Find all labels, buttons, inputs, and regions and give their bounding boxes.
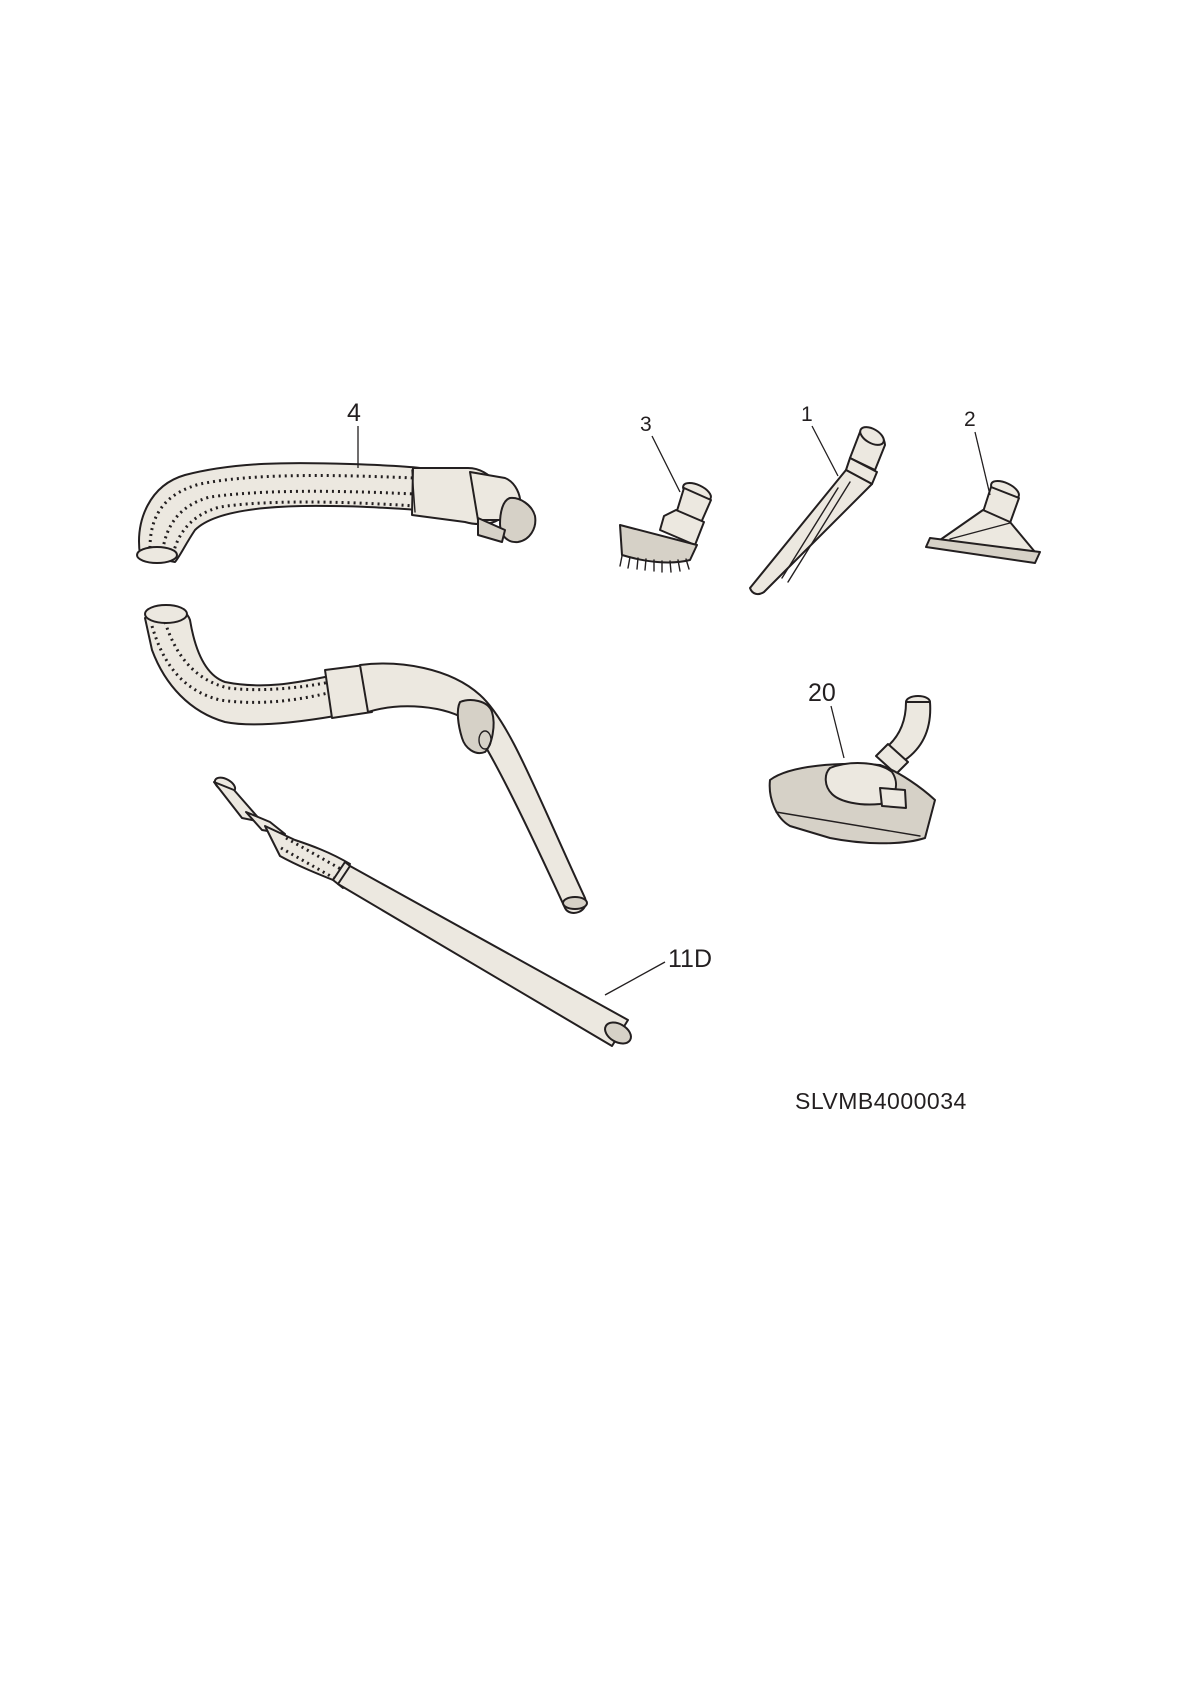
callout-leader-3 <box>651 435 681 493</box>
callout-4: 4 <box>347 399 361 427</box>
callout-2: 2 <box>964 408 976 431</box>
callout-20: 20 <box>808 679 836 707</box>
upholstery-nozzle <box>925 480 1041 564</box>
callout-1: 1 <box>801 403 813 426</box>
callout-11D: 11D <box>668 945 712 973</box>
floor-nozzle <box>768 695 936 845</box>
hose-handle-segment <box>144 604 588 914</box>
crevice-tool <box>749 426 886 596</box>
callout-leader-1 <box>811 425 839 477</box>
callout-leader-20 <box>830 705 845 759</box>
dusting-brush <box>619 482 712 573</box>
callout-leader-11D <box>604 961 666 996</box>
telescopic-tube <box>213 776 632 1047</box>
hose-upper-segment <box>136 462 537 564</box>
callout-leader-2 <box>974 431 991 496</box>
drawing-code: SLVMB4000034 <box>795 1088 967 1114</box>
callout-3: 3 <box>640 413 652 436</box>
